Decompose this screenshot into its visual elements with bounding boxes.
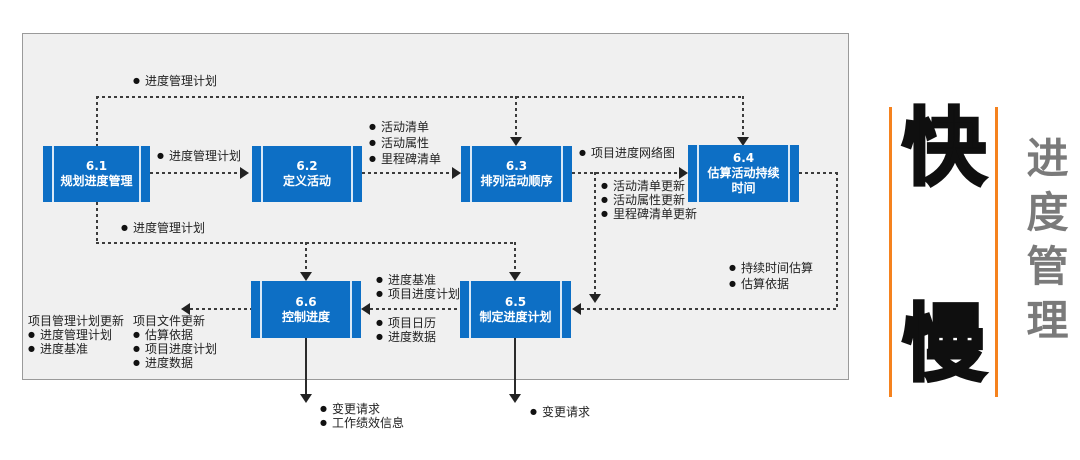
connector-mid-to-66 — [305, 242, 307, 273]
slow-character: 慢 — [900, 295, 987, 393]
label-doc-updates: 项目文件更新 估算依据 项目进度计划 进度数据 — [133, 314, 217, 370]
box-side-stripe — [561, 146, 563, 202]
box-side-stripe — [52, 146, 54, 202]
arrowhead-into-62 — [240, 167, 249, 179]
connector-top-to-64 — [742, 96, 744, 137]
box-side-stripe — [261, 146, 263, 202]
label-out-66-down: 变更请求 工作绩效信息 — [320, 402, 404, 430]
box-name: 制定进度计划 — [479, 309, 552, 324]
connector-66-down-solid — [305, 338, 307, 394]
label-out-62: 活动清单 活动属性 里程碑清单 — [369, 119, 441, 167]
box-number: 6.1 — [85, 159, 108, 173]
connector-65-66 — [370, 308, 460, 310]
accent-line-right — [995, 107, 998, 397]
box-name: 规划进度管理 — [60, 174, 133, 188]
box-side-stripe — [350, 281, 352, 338]
arrowhead-66-down — [300, 394, 312, 403]
box-side-stripe — [560, 281, 562, 338]
box-number: 6.3 — [505, 159, 528, 173]
box-name: 估算活动持续时间 — [707, 166, 780, 195]
label-out-65-upper: 进度基准 项目进度计划 — [376, 273, 460, 301]
connector-64-out — [799, 172, 837, 174]
arrowhead-into-65-top — [509, 272, 521, 281]
connector-63-64 — [572, 172, 679, 174]
box-number: 6.5 — [504, 294, 527, 309]
box-name: 控制进度 — [281, 309, 330, 324]
connector-65-down-solid — [514, 338, 516, 394]
fast-character: 快 — [900, 99, 987, 197]
label-top-plan: 进度管理计划 — [133, 74, 217, 88]
connector-61-up — [96, 96, 98, 146]
label-out-63: 项目进度网络图 — [579, 146, 675, 160]
box-side-stripe — [260, 281, 262, 338]
box-side-stripe — [697, 145, 699, 202]
connector-updates-to-65 — [594, 172, 596, 294]
arrowhead-66-out-left — [181, 303, 190, 315]
arrowhead-into-64-top — [737, 137, 749, 146]
box-side-stripe — [139, 146, 141, 202]
connector-61-down — [96, 202, 98, 243]
connector-66-out-left — [190, 308, 251, 310]
box-number: 6.6 — [295, 294, 317, 309]
arrowhead-into-66-right — [361, 303, 370, 315]
arrowhead-into-66-top — [300, 272, 312, 281]
connector-right-down — [836, 172, 838, 310]
box-side-stripe — [470, 146, 472, 202]
accent-line-left — [889, 107, 892, 397]
label-plan-mid: 进度管理计划 — [121, 221, 205, 235]
box-side-stripe — [469, 281, 471, 338]
arrowhead-into-63-top — [510, 137, 522, 146]
connector-into-65-right — [581, 308, 837, 310]
box-number: 6.2 — [296, 159, 318, 173]
box-number: 6.4 — [732, 151, 755, 165]
arrowhead-into-65-right — [572, 303, 581, 315]
connector-61-62 — [150, 172, 240, 174]
box-name: 定义活动 — [282, 174, 331, 188]
vertical-title: 进度管理 — [1020, 136, 1069, 352]
connector-62-63 — [362, 172, 452, 174]
connector-mid-to-65 — [514, 242, 516, 273]
label-out-64: 持续时间估算 估算依据 — [729, 260, 813, 292]
arrowhead-into-63 — [452, 167, 461, 179]
arrowhead-65-down — [509, 394, 521, 403]
label-out-65-down: 变更请求 — [530, 405, 590, 419]
box-side-stripe — [788, 145, 790, 202]
arrowhead-into-64 — [679, 167, 688, 179]
label-updates-63-64: 活动清单更新 活动属性更新 里程碑清单更新 — [601, 179, 697, 221]
box-side-stripe — [351, 146, 353, 202]
label-plan-61-62: 进度管理计划 — [157, 149, 241, 163]
arrowhead-updates-into-65 — [589, 294, 601, 303]
label-pm-plan-updates: 项目管理计划更新 进度管理计划 进度基准 — [28, 314, 124, 356]
connector-top-to-63 — [515, 96, 517, 137]
label-out-65-lower: 项目日历 进度数据 — [376, 316, 436, 344]
box-name: 排列活动顺序 — [480, 174, 553, 188]
connector-top-rail — [96, 96, 744, 98]
